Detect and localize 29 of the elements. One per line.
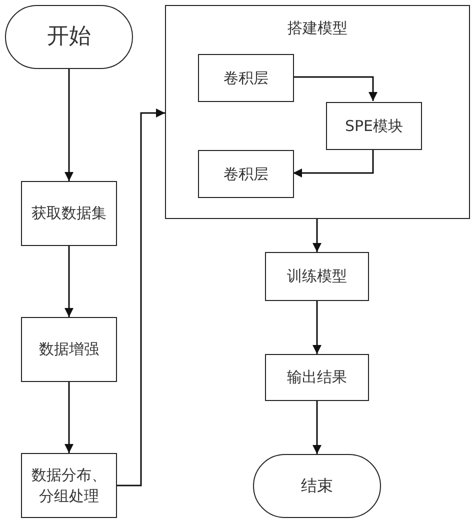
node-label: 数据增强 [38,339,100,360]
node-label: 输出结果 [286,367,348,388]
process-box [21,317,117,382]
arrow [293,76,378,101]
node-label: SPE模块 [344,116,404,136]
node-label: 开始 [46,23,92,52]
process-box [198,54,294,102]
process-box [265,252,369,301]
process-box [198,150,294,198]
group-box [165,5,470,219]
node-label: 卷积层 [222,164,270,184]
arrow [312,401,322,454]
process-box [21,453,117,518]
arrow [312,301,322,354]
arrow [293,149,374,178]
node-label: 结束 [300,475,334,497]
node-label: 训练模型 [286,266,348,287]
arrow [64,246,74,317]
arrow [312,219,322,252]
node-label: 卷积层 [222,68,270,88]
node-label: 数据分布、分组处理 [30,465,108,506]
node-label: 获取数据集 [30,203,108,224]
process-box [326,102,422,150]
arrow [117,108,165,486]
process-box [265,354,369,401]
arrow [64,69,74,181]
arrow [64,382,74,453]
node-label: 搭建模型 [288,18,348,38]
process-box [21,181,117,246]
